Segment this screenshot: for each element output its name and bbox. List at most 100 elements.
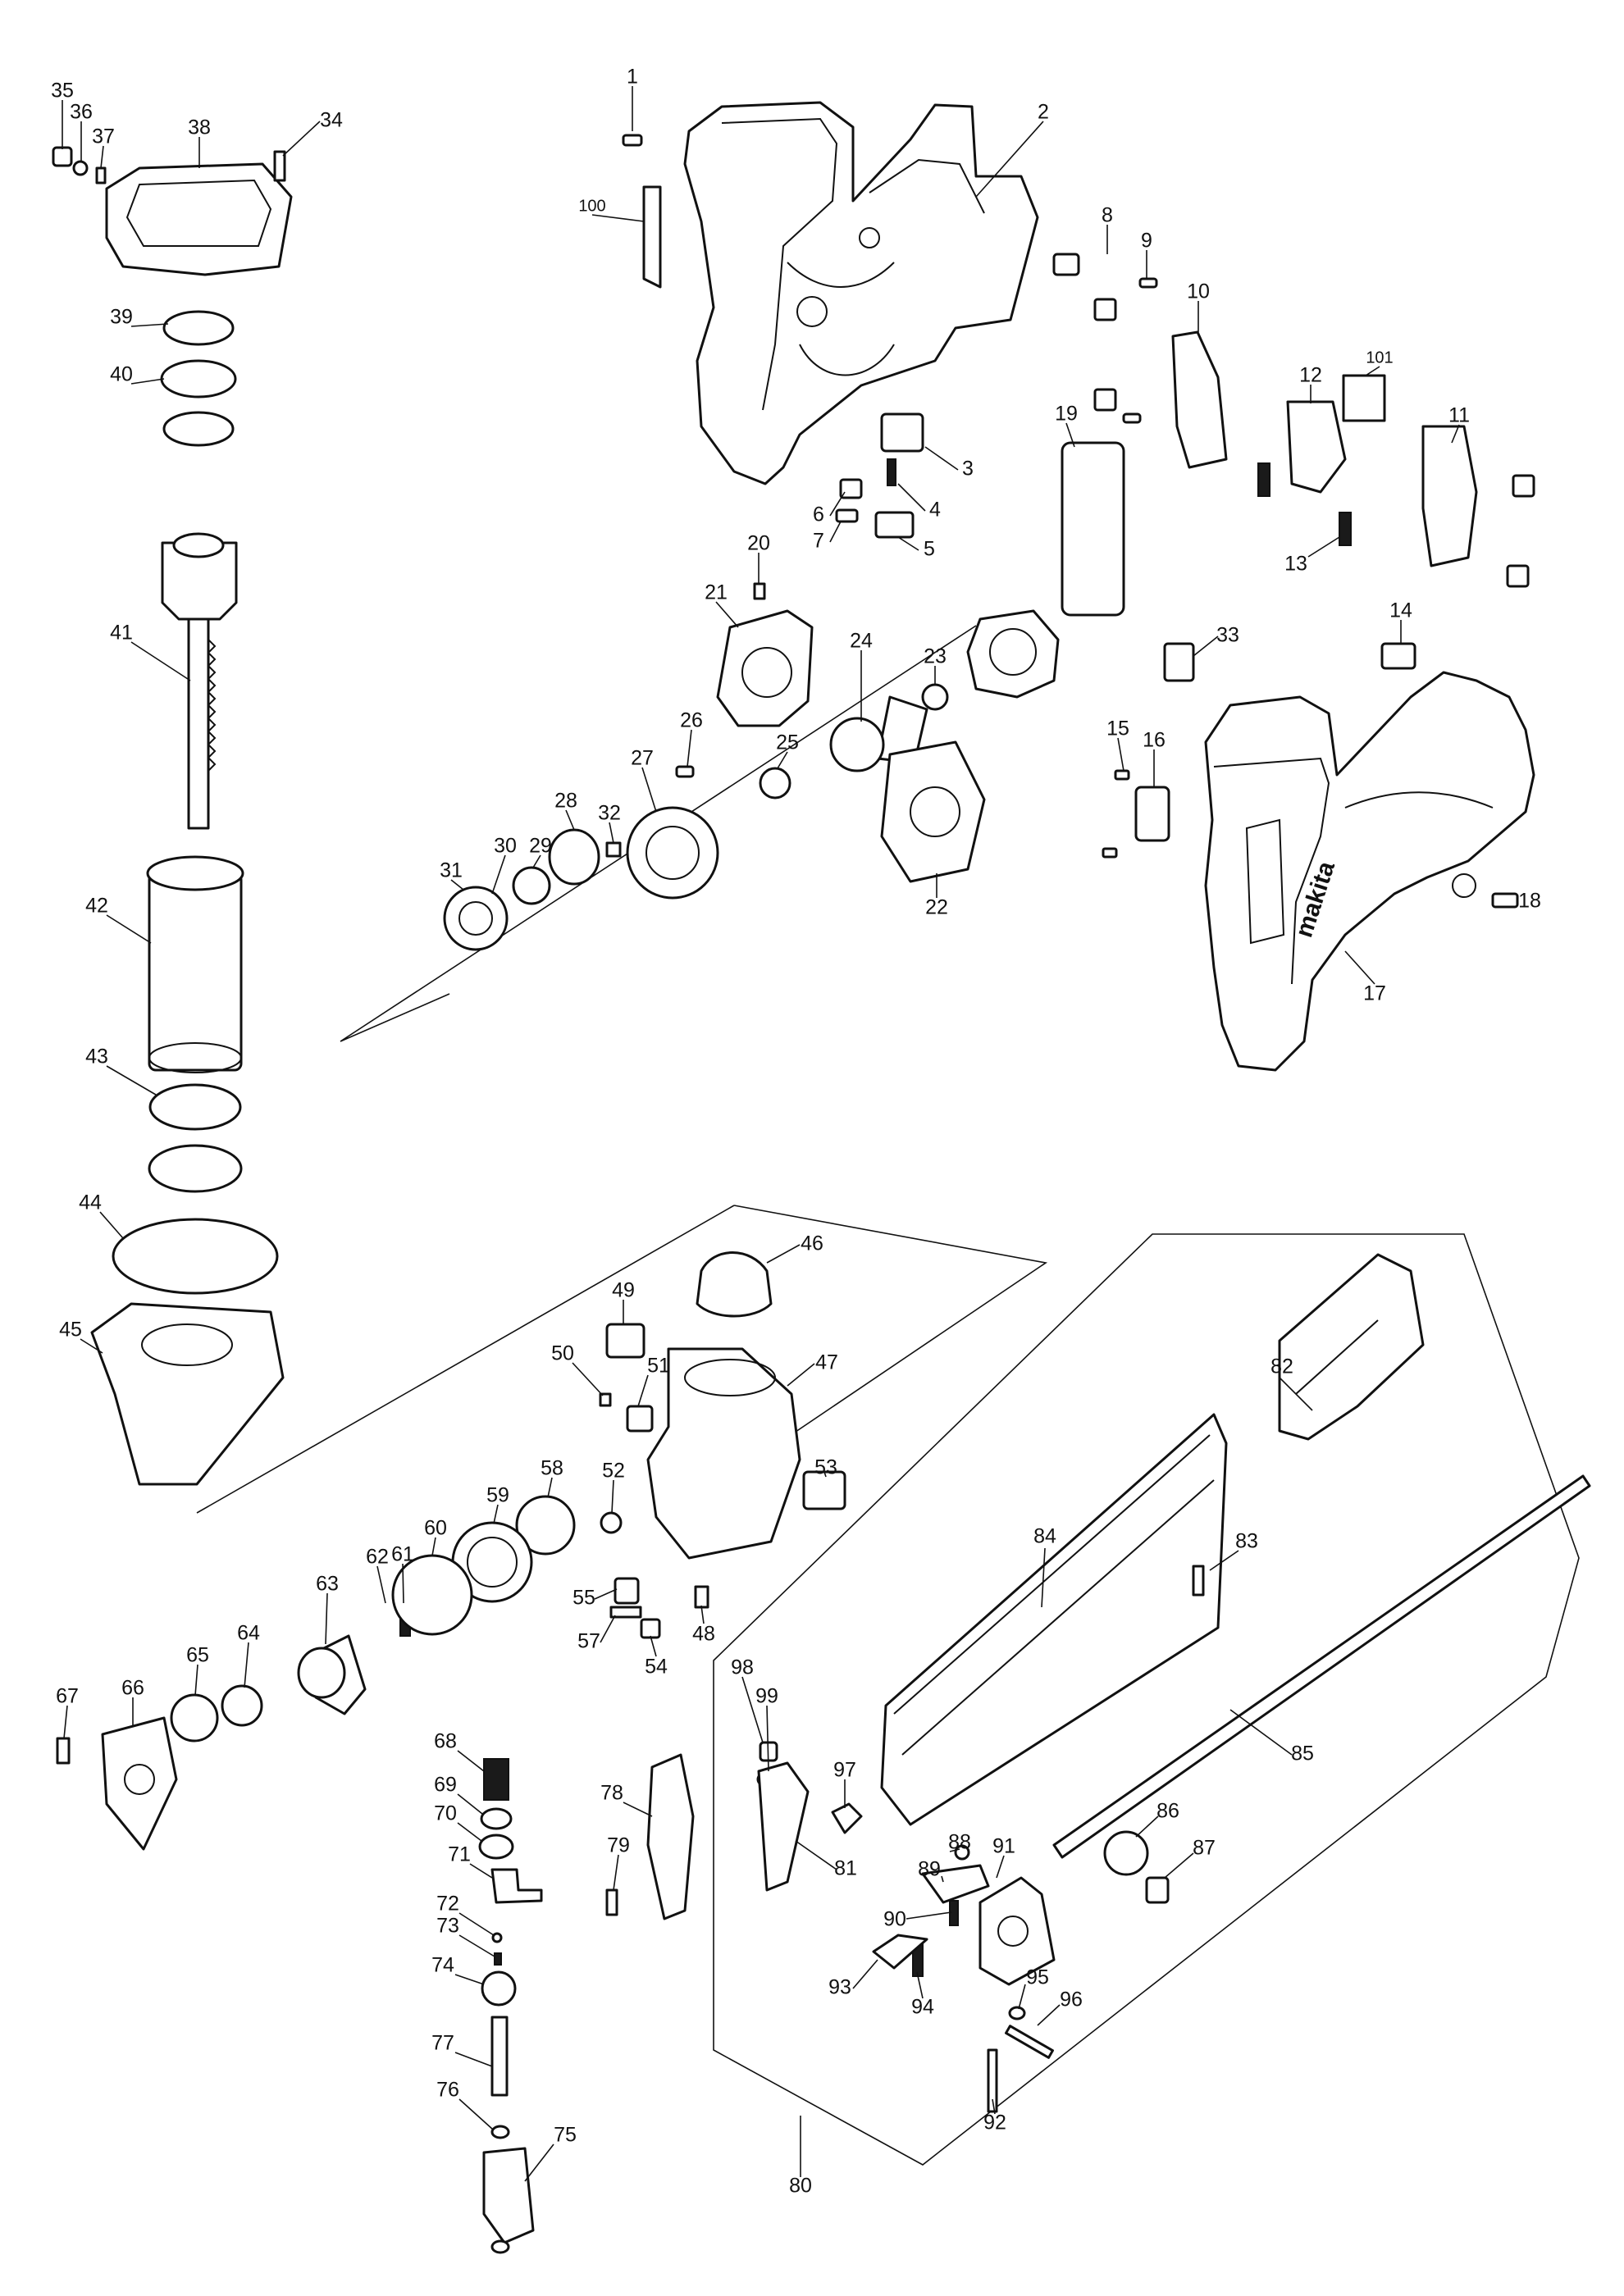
callout-42: 42 [85, 895, 108, 918]
callout-7: 7 [813, 530, 824, 553]
callout-101: 101 [1366, 348, 1393, 367]
callout-53: 53 [814, 1456, 837, 1479]
callout-100: 100 [578, 197, 605, 215]
callout-2: 2 [1038, 101, 1049, 124]
cylinder-group-outline [196, 1205, 1048, 1514]
callout-72: 72 [436, 1893, 459, 1916]
callout-18: 18 [1518, 890, 1541, 913]
callout-44: 44 [79, 1191, 102, 1214]
callout-77: 77 [431, 2032, 454, 2055]
callout-19: 19 [1055, 403, 1078, 426]
callout-22: 22 [925, 896, 948, 919]
magazine-group [756, 1253, 1591, 2113]
callout-58: 58 [541, 1457, 563, 1480]
callout-12: 12 [1299, 364, 1322, 387]
callout-46: 46 [801, 1232, 823, 1255]
callout-86: 86 [1156, 1800, 1179, 1823]
callout-76: 76 [436, 2079, 459, 2102]
callout-52: 52 [602, 1460, 625, 1483]
callout-91: 91 [992, 1835, 1015, 1858]
callout-94: 94 [911, 1996, 934, 2019]
motor-section [443, 609, 1060, 951]
callout-89: 89 [918, 1858, 941, 1881]
callout-64: 64 [237, 1622, 260, 1645]
callout-38: 38 [188, 116, 211, 139]
left-column [52, 146, 293, 1486]
callout-97: 97 [833, 1759, 856, 1782]
callout-11: 11 [1448, 404, 1470, 427]
motor-group-outline [340, 625, 977, 1042]
callout-9: 9 [1141, 230, 1152, 253]
trigger-column [478, 1753, 695, 2254]
callout-45: 45 [59, 1319, 82, 1342]
callout-51: 51 [647, 1355, 670, 1378]
callout-25: 25 [776, 731, 799, 754]
switch-parts [642, 185, 1535, 842]
callout-75: 75 [554, 2124, 577, 2147]
callout-66: 66 [121, 1677, 144, 1700]
callout-3: 3 [962, 458, 974, 481]
callout-62: 62 [366, 1546, 389, 1569]
callout-99: 99 [755, 1685, 778, 1708]
callout-33: 33 [1216, 624, 1239, 647]
callout-4: 4 [929, 499, 941, 522]
callout-32: 32 [598, 802, 621, 825]
callout-95: 95 [1026, 1966, 1049, 1989]
callout-80: 80 [789, 2175, 812, 2198]
callout-59: 59 [486, 1484, 509, 1507]
callout-23: 23 [924, 645, 947, 668]
callout-55: 55 [573, 1587, 595, 1610]
callout-10: 10 [1187, 280, 1210, 303]
callout-8: 8 [1102, 204, 1113, 227]
callout-88: 88 [948, 1831, 971, 1854]
callout-93: 93 [828, 1976, 851, 1999]
part-100-label [642, 185, 662, 289]
callout-92: 92 [983, 2112, 1006, 2134]
callout-96: 96 [1060, 1988, 1083, 2011]
callout-47: 47 [815, 1351, 838, 1374]
callout-17: 17 [1363, 982, 1386, 1005]
callout-82: 82 [1270, 1355, 1293, 1378]
callout-15: 15 [1106, 718, 1129, 740]
callout-83: 83 [1235, 1530, 1258, 1553]
callout-60: 60 [424, 1517, 447, 1540]
callout-90: 90 [883, 1908, 906, 1931]
callout-20: 20 [747, 532, 770, 555]
callout-67: 67 [56, 1685, 79, 1708]
screws [622, 134, 1519, 909]
callout-26: 26 [680, 709, 703, 732]
callout-78: 78 [600, 1782, 623, 1805]
callout-41: 41 [110, 622, 133, 645]
callout-87: 87 [1193, 1837, 1216, 1860]
callout-43: 43 [85, 1046, 108, 1068]
callout-29: 29 [529, 835, 552, 858]
callout-6: 6 [813, 503, 824, 526]
callout-98: 98 [731, 1656, 754, 1679]
callout-31: 31 [440, 859, 463, 882]
callout-85: 85 [1291, 1742, 1314, 1765]
callout-14: 14 [1389, 599, 1412, 622]
callout-39: 39 [110, 306, 133, 329]
callout-36: 36 [70, 101, 93, 124]
callout-37: 37 [92, 125, 115, 148]
callout-84: 84 [1033, 1525, 1056, 1548]
callout-48: 48 [692, 1623, 715, 1646]
callout-57: 57 [577, 1630, 600, 1653]
callout-28: 28 [554, 790, 577, 813]
housing-right-half [1204, 671, 1535, 1072]
leader-lines [62, 86, 1460, 2182]
callout-1: 1 [627, 66, 638, 89]
callout-79: 79 [607, 1834, 630, 1857]
callout-50: 50 [551, 1342, 574, 1365]
housing-left-half [683, 101, 1039, 485]
group-outlines [196, 625, 1580, 2166]
callout-13: 13 [1284, 553, 1307, 576]
callout-73: 73 [436, 1915, 459, 1938]
callout-70: 70 [434, 1802, 457, 1825]
callout-27: 27 [631, 747, 654, 770]
callout-30: 30 [494, 835, 517, 858]
callout-81: 81 [834, 1857, 857, 1880]
callout-61: 61 [391, 1543, 414, 1566]
